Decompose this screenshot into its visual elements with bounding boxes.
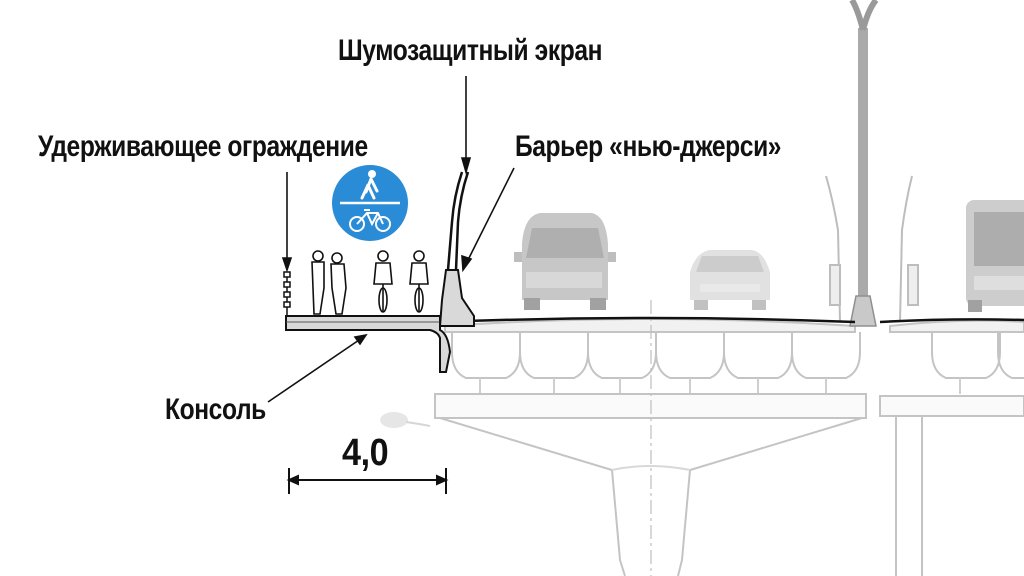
noise-screen-label: Шумозащитный экран xyxy=(338,34,603,67)
cyclist-icon xyxy=(409,250,429,313)
guard-rail-label: Удерживающее ограждение xyxy=(38,130,368,163)
median-barriers xyxy=(825,175,919,323)
jersey-barrier xyxy=(438,269,475,327)
noise-screen xyxy=(446,171,470,271)
girder-row xyxy=(451,332,1024,379)
barrier-label: Барьер «нью-джерси» xyxy=(515,130,782,163)
van-icon xyxy=(514,213,616,310)
pedestrian-icon xyxy=(311,250,347,315)
pedestrian-bicycle-sign-icon xyxy=(332,165,408,241)
console-label: Консоль xyxy=(165,393,266,426)
street-lamp-icon xyxy=(849,0,879,327)
cyclist-icon xyxy=(373,250,393,313)
width-dimension-label: 4,0 xyxy=(342,432,389,474)
guard-rail xyxy=(283,271,291,316)
bridge-structure xyxy=(380,300,1024,576)
bus-icon xyxy=(966,200,1024,312)
cantilever-deck xyxy=(285,315,1024,373)
car-icon xyxy=(690,250,770,310)
leader-lines xyxy=(267,76,515,403)
dimension-line xyxy=(286,468,449,494)
